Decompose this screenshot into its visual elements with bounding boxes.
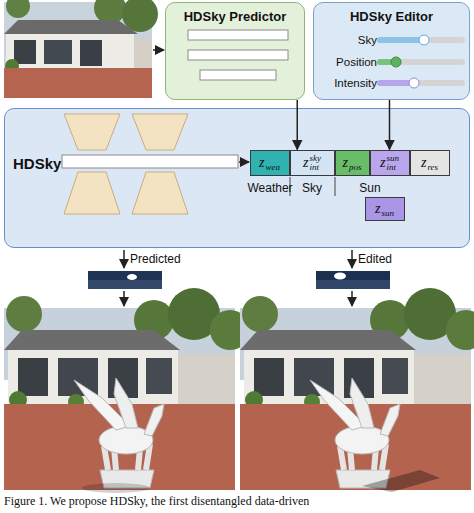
slider-fill — [380, 59, 396, 65]
photo-door — [80, 40, 102, 66]
slider-knob — [419, 35, 429, 45]
predictor-box: HDSky Predictor — [165, 2, 305, 100]
output-arrow — [123, 250, 125, 268]
subscript: int — [309, 163, 321, 172]
subscript: sun — [381, 209, 394, 218]
output-label: Predicted — [130, 252, 181, 266]
latent-symbol: z — [303, 155, 308, 171]
latent-symbol: z — [375, 201, 380, 217]
output-arrow — [351, 250, 353, 268]
render-scene — [4, 288, 250, 490]
script-stack: res — [427, 154, 438, 172]
latent-symbol: z — [421, 155, 426, 171]
photo-roof — [4, 20, 138, 34]
output-label: Edited — [358, 252, 392, 266]
latent-code: zpos — [335, 150, 370, 176]
model-box: HDSkyzweazskyintzposzsunintzreszsun — [4, 108, 470, 248]
superscript: sky — [309, 154, 321, 163]
subscript: wea — [265, 163, 280, 172]
soft-shadow — [82, 483, 150, 493]
slider-knob — [409, 78, 419, 88]
slider-track — [380, 59, 462, 65]
divider — [335, 177, 336, 196]
slider-label: Sky — [358, 34, 377, 46]
render-scene — [240, 288, 474, 490]
script-stack: sunint — [386, 154, 399, 172]
predictor-layer-bar — [188, 50, 288, 60]
photo-window — [14, 40, 36, 64]
render-arrow — [351, 291, 353, 306]
predictor-layer-bar — [200, 70, 276, 80]
latent-code: zwea — [250, 150, 290, 176]
subscript: pos — [349, 163, 362, 172]
sliders — [380, 35, 462, 88]
photo-window — [44, 40, 72, 64]
latent-code: zres — [410, 150, 450, 176]
script-stack: pos — [349, 154, 362, 172]
divider — [290, 177, 291, 196]
photo-side-building — [134, 38, 152, 68]
figure-caption: Figure 1. We propose HDSky, the first di… — [4, 494, 309, 509]
hard-shadow — [362, 470, 440, 492]
slider-fill — [380, 37, 424, 43]
latent-arrow — [239, 161, 249, 163]
encoder-decoder — [62, 114, 249, 214]
script-stack: wea — [265, 154, 280, 172]
slider-fill — [380, 80, 414, 86]
flow-arrow — [389, 100, 391, 150]
photo-wall — [6, 34, 134, 68]
script-stack: sun — [381, 200, 394, 218]
superscript: sun — [386, 154, 399, 163]
input-photo — [4, 0, 158, 98]
latent-code: zskyint — [290, 150, 335, 176]
panorama — [88, 271, 162, 289]
subscript: int — [386, 163, 399, 172]
slider-label: Intensity — [334, 77, 377, 89]
latent-symbol: z — [343, 155, 348, 171]
render-edited — [240, 288, 474, 492]
input-arrow — [153, 49, 164, 51]
tree — [6, 0, 30, 18]
box-title: HDSky Editor — [314, 9, 469, 24]
panorama-sun — [334, 273, 346, 280]
box-title: HDSky Predictor — [166, 9, 304, 24]
flow-arrow — [297, 100, 299, 150]
render-predicted — [4, 288, 250, 493]
render-arrow — [123, 291, 125, 306]
latent-code: zsun — [365, 197, 405, 221]
decoder-block — [132, 114, 188, 150]
latent-symbol: z — [380, 155, 385, 171]
slider-track — [380, 37, 462, 43]
latent-symbol: z — [259, 155, 264, 171]
encoder-block — [64, 114, 120, 150]
panorama — [316, 271, 390, 289]
slider-label: Position — [336, 56, 377, 68]
encoder-block — [64, 172, 120, 214]
subscript: res — [427, 163, 438, 172]
latent-bar — [62, 155, 238, 168]
slider-track — [380, 80, 462, 86]
predictor-layer-bar — [188, 30, 288, 40]
group-dividers — [290, 177, 335, 196]
decoder-block — [132, 172, 188, 214]
latent-code: zsunint — [370, 150, 410, 176]
panorama-ground — [316, 280, 390, 289]
script-stack: skyint — [309, 154, 321, 172]
panorama-sun — [127, 274, 137, 280]
panorama-ground — [88, 280, 162, 289]
slider-knob — [391, 57, 401, 67]
photo-brick-floor — [4, 68, 152, 98]
model-name: HDSky — [13, 155, 61, 172]
editor-box: HDSky EditorSkyPositionIntensity — [313, 2, 470, 100]
